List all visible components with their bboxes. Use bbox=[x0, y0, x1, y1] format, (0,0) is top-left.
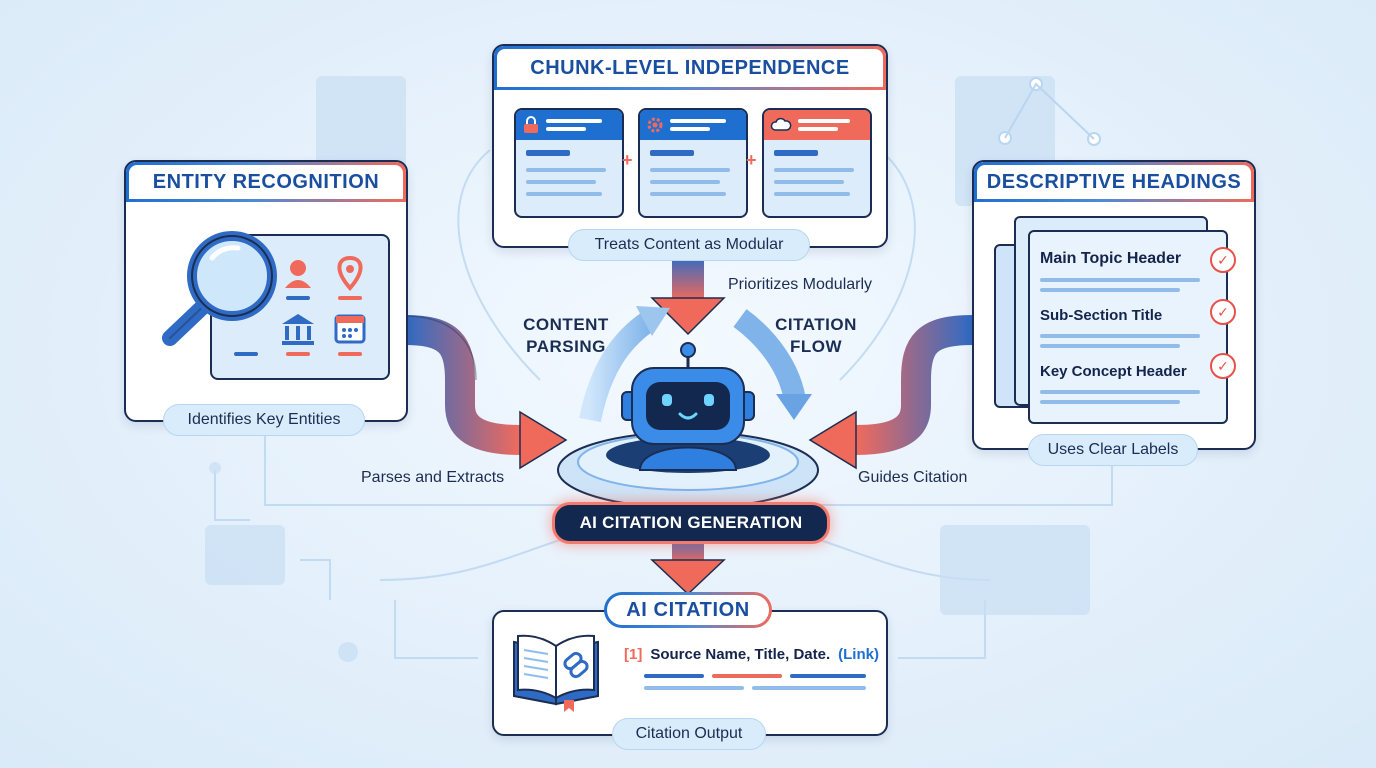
cloud-icon bbox=[770, 117, 792, 131]
lock-icon bbox=[524, 116, 538, 133]
plus-sign: + bbox=[622, 150, 633, 170]
chunk-title-frame: CHUNK-LEVEL INDEPENDENCE bbox=[494, 46, 886, 90]
text-line bbox=[1040, 334, 1200, 338]
descriptive-headings-panel: DESCRIPTIVE HEADINGS Main Topic Header ✓… bbox=[972, 160, 1256, 450]
chunk-card-lock bbox=[514, 108, 624, 218]
chunk-title: CHUNK-LEVEL INDEPENDENCE bbox=[497, 49, 883, 87]
heading-key-concept: Key Concept Header bbox=[1040, 363, 1187, 380]
citation-output-pill: Citation Output bbox=[612, 718, 766, 750]
guides-citation-label: Guides Citation bbox=[858, 469, 968, 486]
citation-line-bar bbox=[644, 674, 704, 678]
ai-citation-generation-bar: AI CITATION GENERATION bbox=[552, 502, 830, 544]
chunk-card-gear bbox=[638, 108, 748, 218]
entity-recognition-panel: ENTITY RECOGNITION bbox=[124, 160, 408, 422]
citation-link[interactable]: (Link) bbox=[838, 646, 879, 663]
check-icon: ✓ bbox=[1210, 247, 1236, 273]
chunk-card-cloud bbox=[762, 108, 872, 218]
prioritizes-label: Prioritizes Modularly bbox=[728, 276, 873, 293]
headings-caption-pill: Uses Clear Labels bbox=[1028, 434, 1198, 466]
text-line bbox=[1040, 400, 1180, 404]
citation-line-bar bbox=[644, 686, 744, 690]
calendar-icon bbox=[334, 314, 366, 356]
plus-sign: + bbox=[746, 150, 757, 170]
open-book-icon bbox=[513, 634, 599, 712]
check-icon: ✓ bbox=[1210, 353, 1236, 379]
parses-extracts-label: Parses and Extracts bbox=[361, 469, 505, 486]
heading-sub-section: Sub-Section Title bbox=[1040, 307, 1163, 324]
citation-flow-label: CITATION FLOW bbox=[775, 315, 857, 356]
ai-citation-title: AI CITATION bbox=[607, 595, 769, 625]
chunk-independence-panel: CHUNK-LEVEL INDEPENDENCE + + bbox=[492, 44, 888, 248]
chunk-card-header bbox=[516, 110, 622, 140]
heading-main-topic: Main Topic Header bbox=[1040, 250, 1182, 267]
ai-citation-panel: [1] Source Name, Title, Date. (Link) bbox=[492, 610, 888, 736]
magnifying-glass-icon bbox=[162, 231, 277, 346]
text-line bbox=[1040, 344, 1180, 348]
citation-text: Source Name, Title, Date. bbox=[650, 646, 831, 663]
chunk-caption-pill: Treats Content as Modular bbox=[568, 229, 810, 261]
gear-icon bbox=[647, 117, 663, 133]
text-line bbox=[1040, 278, 1200, 282]
text-line bbox=[1040, 288, 1180, 292]
text-line bbox=[1040, 390, 1200, 394]
citation-line-bar bbox=[790, 674, 866, 678]
headings-title: DESCRIPTIVE HEADINGS bbox=[977, 165, 1251, 199]
check-icon: ✓ bbox=[1210, 299, 1236, 325]
location-pin-icon bbox=[337, 255, 363, 300]
entity-recognition-title: ENTITY RECOGNITION bbox=[129, 165, 403, 199]
person-icon bbox=[285, 260, 311, 300]
entity-illustration bbox=[162, 231, 366, 356]
citation-line: [1] Source Name, Title, Date. (Link) bbox=[624, 646, 879, 663]
citation-marker: [1] bbox=[624, 646, 643, 663]
content-parsing-label: CONTENT PARSING bbox=[523, 315, 609, 356]
bank-icon bbox=[282, 314, 314, 356]
ai-citation-title-frame: AI CITATION bbox=[604, 592, 772, 628]
entity-caption-pill: Identifies Key Entities bbox=[163, 404, 365, 436]
link-icon bbox=[563, 651, 589, 679]
entity-recognition-title-frame: ENTITY RECOGNITION bbox=[126, 162, 406, 202]
citation-line-bar bbox=[752, 686, 866, 690]
chunk-card-header bbox=[640, 110, 746, 140]
chunk-card-header bbox=[764, 110, 870, 140]
citation-line-bar bbox=[712, 674, 782, 678]
headings-title-frame: DESCRIPTIVE HEADINGS bbox=[974, 162, 1254, 202]
